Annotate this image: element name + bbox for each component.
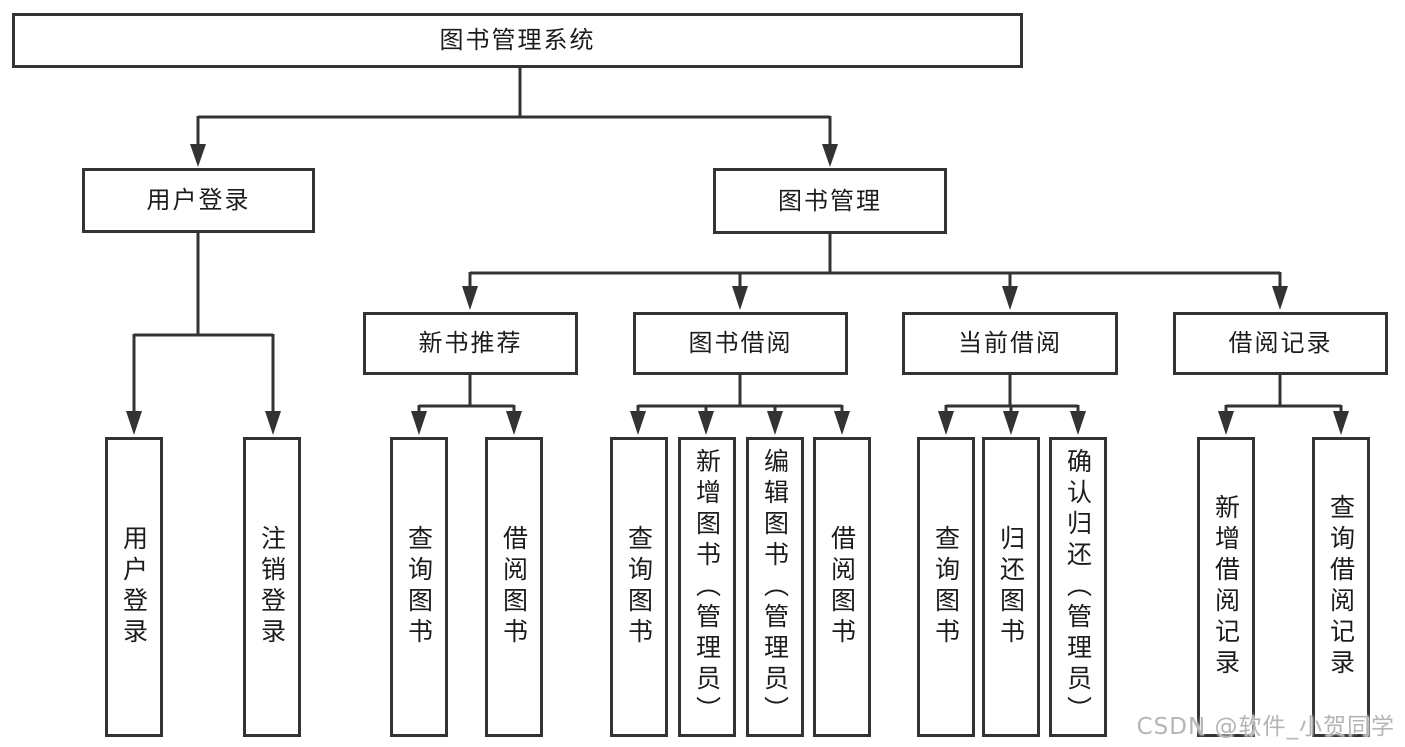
node-leaf-borrow-books: 借阅图书 (813, 437, 871, 737)
node-leaf-query-books-borrow: 查询图书 (610, 437, 668, 737)
node-leaf-add-book-admin: 新增图书（管理员） (678, 437, 736, 737)
node-book-management: 图书管理 (713, 168, 947, 234)
csdn-watermark: CSDN @软件_小贺同学 (1136, 714, 1395, 740)
connector-book-borrow (630, 375, 850, 435)
node-borrow-records: 借阅记录 (1173, 312, 1388, 375)
node-leaf-return-books: 归还图书 (982, 437, 1040, 737)
node-leaf-borrow-books-recommend: 借阅图书 (485, 437, 543, 737)
node-leaf-query-books-recommend: 查询图书 (390, 437, 448, 737)
node-leaf-logout: 注销登录 (243, 437, 301, 737)
connector-book-management (462, 234, 1288, 310)
node-new-book-recommend: 新书推荐 (363, 312, 578, 375)
connector-borrow-records (1218, 375, 1349, 435)
node-book-borrow: 图书借阅 (633, 312, 848, 375)
node-leaf-query-borrow-record: 查询借阅记录 (1312, 437, 1370, 737)
node-leaf-query-books-current: 查询图书 (917, 437, 975, 737)
node-current-borrow: 当前借阅 (902, 312, 1118, 375)
connector-user-login (126, 233, 281, 435)
node-leaf-add-borrow-record: 新增借阅记录 (1197, 437, 1255, 737)
connector-current-borrow (938, 375, 1086, 435)
connector-new-book-recommend (411, 375, 522, 435)
node-leaf-edit-book-admin: 编辑图书（管理员） (746, 437, 804, 737)
node-root-system: 图书管理系统 (12, 13, 1023, 68)
node-leaf-user-login: 用户登录 (105, 437, 163, 737)
node-leaf-confirm-return-admin: 确认归还（管理员） (1049, 437, 1107, 737)
node-user-login: 用户登录 (82, 168, 315, 233)
connector-root (190, 66, 838, 167)
